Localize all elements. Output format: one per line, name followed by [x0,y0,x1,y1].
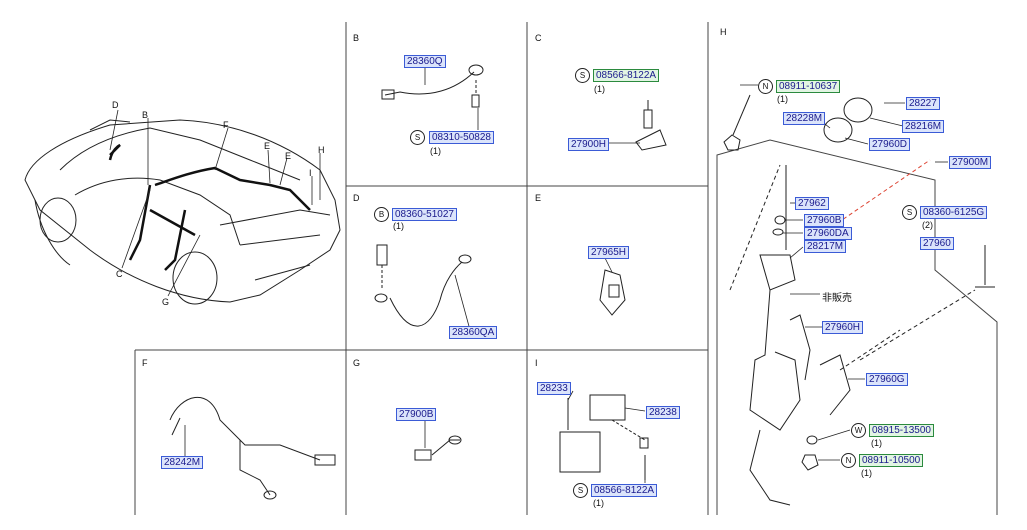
e-clip [599,269,626,316]
symbol-w-icon: W [851,423,866,438]
overview-leaders [109,109,321,297]
part-link-28233[interactable]: 28233 [537,382,571,395]
part-link-08911-10637[interactable]: 08911-10637 [776,80,841,93]
part-link-27900M[interactable]: 27900M [949,156,992,169]
part-link-08566-8122A[interactable]: 08566-8122A [591,484,658,497]
overview-label-e2: E [285,151,292,161]
part-link-28228M[interactable]: 28228M [783,112,826,125]
overview-label-c: C [116,269,123,279]
part-link-27960D[interactable]: 27960D [869,138,911,151]
symbol-s-icon: S [410,130,425,145]
not-for-sale-label: 非販売 [822,293,852,304]
part-link-28217M[interactable]: 28217M [804,240,847,253]
quantity: (1) [594,84,605,94]
sub-leaders [184,66,646,483]
part-link-27962[interactable]: 27962 [795,197,829,210]
symbol-n-icon: N [841,453,856,468]
part-link-27960[interactable]: 27960 [920,237,954,250]
symbol-s-icon: S [573,483,588,498]
b-ground-cable [381,64,484,108]
section-label-i: I [535,358,538,368]
part-link-08915-13500[interactable]: 08915-13500 [869,424,934,437]
part-link-27960DA[interactable]: 27960DA [804,227,852,240]
part-link-08566-8122A[interactable]: 08566-8122A [593,69,660,82]
part-link-08360-51027[interactable]: 08360-51027 [392,208,457,221]
section-label-f: F [142,358,148,368]
part-link-27960G[interactable]: 27960G [866,373,908,386]
quantity: (1) [871,438,882,448]
overview-label-e1: E [264,141,271,151]
section-label-g: G [353,358,361,368]
h-frame [716,139,998,515]
part-link-27900H[interactable]: 27900H [568,138,610,151]
overview-label-f: F [223,120,229,130]
symbol-s-icon: S [902,205,917,220]
g-clip [414,435,462,461]
part-link-27965H[interactable]: 27965H [588,246,630,259]
harness-lines [108,143,311,271]
part-link-27960H[interactable]: 27960H [822,321,864,334]
part-link-08911-10500[interactable]: 08911-10500 [859,454,924,467]
overview-label-d: D [112,100,119,110]
symbol-n-icon: N [758,79,773,94]
f-harness [169,397,336,500]
overview-label-h: H [318,145,325,155]
part-link-28360QA[interactable]: 28360QA [449,326,498,339]
part-link-27900B[interactable]: 27900B [396,408,437,421]
section-label-d: D [353,193,360,203]
quantity: (1) [593,498,604,508]
part-link-28242M[interactable]: 28242M [161,456,204,469]
section-label-e: E [535,193,542,203]
quantity: (1) [777,94,788,104]
quantity: (2) [922,220,933,230]
quantity: (1) [861,468,872,478]
section-label-h: H [720,27,727,37]
symbol-s-icon: S [575,68,590,83]
part-link-08310-50828[interactable]: 08310-50828 [429,131,494,144]
part-link-28227[interactable]: 28227 [906,97,940,110]
overview-label-b: B [142,110,149,120]
overview-label-i: I [309,168,312,178]
quantity: (1) [430,146,441,156]
h-antenna [723,94,995,506]
i-module [559,394,649,480]
part-link-28238[interactable]: 28238 [646,406,680,419]
section-label-c: C [535,33,542,43]
part-link-27960B[interactable]: 27960B [804,214,845,227]
overview-label-g: G [162,297,170,307]
part-link-28360Q[interactable]: 28360Q [404,55,446,68]
car-illustration [24,119,341,305]
part-link-08360-6125G[interactable]: 08360-6125G [920,206,988,219]
part-link-28216M[interactable]: 28216M [902,120,945,133]
section-label-b: B [353,33,360,43]
symbol-b-icon: B [374,207,389,222]
d-ground-cable [374,244,472,327]
c-bracket [635,100,667,151]
quantity: (1) [393,221,404,231]
